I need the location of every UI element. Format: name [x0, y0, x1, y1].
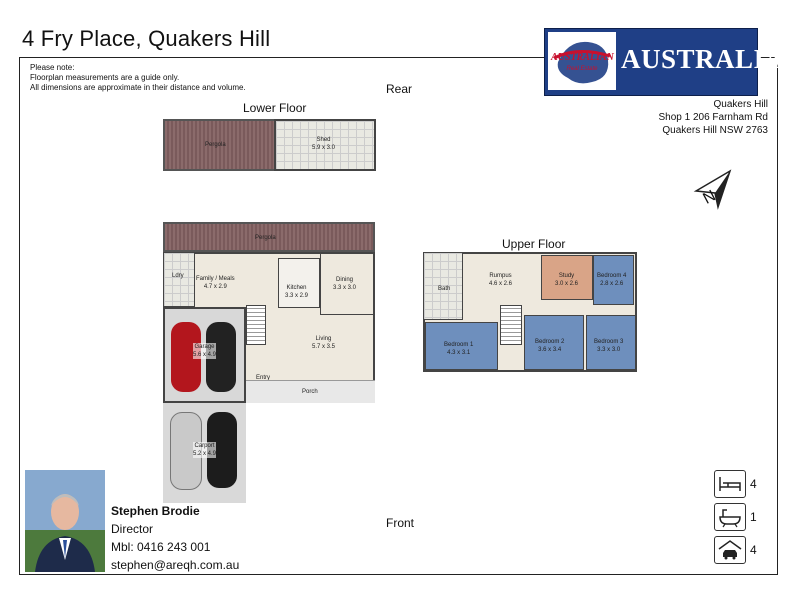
room-dimensions: 5.6 x 4.9 [193, 352, 217, 358]
logo-emblem: AUSTRALIAN Real Estate [548, 32, 616, 90]
agent-role: Director [111, 522, 154, 536]
agent-photo [25, 470, 105, 572]
room-study [541, 255, 593, 300]
room-dimensions: 5.9 x 3.0 [312, 145, 336, 151]
upper-floor-label: Upper Floor [502, 237, 566, 251]
room-name: Family / Meals [196, 276, 235, 282]
room-label: Study 3.0 x 2.6 [555, 272, 578, 288]
bed-count: 4 [750, 477, 757, 491]
room-name: Bedroom 3 [594, 339, 624, 345]
room-laundry [163, 252, 195, 307]
disclaimer-note: Please note: Floorplan measurements are … [30, 63, 246, 93]
room-label: Bedroom 2 3.6 x 3.4 [535, 338, 564, 354]
north-arrow-icon: N [690, 165, 740, 215]
room-shed [274, 119, 376, 171]
room-bedroom-3 [586, 315, 636, 370]
staircase [500, 305, 522, 345]
pergola-main [163, 222, 375, 252]
room-bedroom-2 [524, 315, 584, 370]
room-label: Garage 5.6 x 4.9 [193, 343, 217, 359]
note-line: Floorplan measurements are a guide only. [30, 73, 180, 82]
room-dimensions: 4.3 x 3.1 [447, 350, 471, 356]
bath-count: 1 [750, 510, 757, 524]
room-name: Garage [194, 344, 215, 350]
staircase [246, 305, 266, 345]
agency-name: AUSTRALIAN [621, 44, 800, 74]
logo-wordmark: AUSTRALIAN [551, 52, 614, 63]
room-label: Pergola [255, 235, 276, 241]
room-bath [423, 252, 463, 320]
page-title: 4 Fry Place, Quakers Hill [22, 26, 271, 51]
car-icon [714, 536, 746, 564]
room-label: Living 5.7 x 3.5 [312, 335, 335, 351]
agent-mobile: Mbl: 0416 243 001 [111, 540, 211, 554]
room-dimensions: 3.6 x 3.4 [538, 347, 562, 353]
logo-subtitle: Real Estate [566, 66, 598, 72]
room-label: Shed 5.9 x 3.0 [312, 136, 335, 152]
room-name: Living [315, 336, 332, 342]
room-label: Bath [438, 286, 451, 292]
room-bedroom-4 [593, 255, 634, 305]
room-label: Entry [256, 375, 271, 381]
bath-icon [714, 503, 746, 531]
room-label: Bedroom 4 2.8 x 2.6 [597, 272, 626, 288]
room-label: Rumpus 4.6 x 2.6 [489, 272, 512, 288]
room-dimensions: 4.7 x 2.9 [203, 284, 227, 290]
rear-label: Rear [386, 82, 413, 96]
room-kitchen [278, 258, 320, 308]
room-dining [320, 252, 375, 315]
room-label: Bedroom 3 3.3 x 3.0 [594, 338, 623, 354]
room-dimensions: 5.2 x 4.9 [193, 451, 217, 457]
plan-frame [19, 57, 778, 575]
map-icon [553, 41, 611, 84]
room-dimensions: 2.8 x 2.6 [600, 281, 624, 287]
room-label: Porch [302, 389, 318, 395]
office-suburb: Quakers Hill [713, 99, 768, 110]
note-line: All dimensions are approximate in their … [30, 83, 246, 92]
car-count: 4 [750, 543, 757, 557]
room-dimensions: 4.6 x 2.6 [489, 281, 513, 287]
room-name: Bedroom 2 [535, 339, 565, 345]
room-label: Carport 5.2 x 4.9 [193, 442, 217, 458]
room-bedroom-1 [425, 322, 498, 370]
room-name: Bedroom 1 [444, 342, 474, 348]
room-name: Shed [316, 137, 331, 143]
room-dimensions: 3.3 x 3.0 [597, 347, 621, 353]
room-name: Rumpus [489, 273, 512, 279]
room-name: Dining [336, 277, 354, 283]
room-name: Bedroom 4 [597, 273, 627, 279]
room-dimensions: 3.0 x 2.6 [555, 281, 579, 287]
agent-name: Stephen Brodie [111, 504, 200, 518]
room-dimensions: 3.3 x 3.0 [333, 285, 357, 291]
lower-floor-label: Lower Floor [243, 101, 307, 115]
office-street: Shop 1 206 Farnham Rd [658, 112, 768, 123]
agency-logo: AUSTRALIAN Real Estate AUSTRALIAN [544, 28, 800, 96]
bed-icon [714, 470, 746, 498]
room-dimensions: 3.3 x 2.9 [285, 293, 309, 299]
room-label: Bedroom 1 4.3 x 3.1 [444, 341, 473, 357]
room-name: Study [558, 273, 575, 279]
room-label: Ldry [172, 273, 184, 279]
room-label: Dining 3.3 x 3.0 [333, 276, 356, 292]
note-heading: Please note: [30, 63, 75, 72]
room-label: Pergola [205, 142, 226, 148]
office-locality: Quakers Hill NSW 2763 [662, 125, 768, 136]
agent-email[interactable]: stephen@areqh.com.au [111, 558, 240, 572]
pergola-rear [163, 119, 276, 171]
porch-area [246, 380, 375, 403]
room-dimensions: 5.7 x 3.5 [312, 344, 336, 350]
office-address: Quakers Hill Shop 1 206 Farnham Rd Quake… [658, 98, 768, 137]
room-label: Kitchen 3.3 x 2.9 [285, 284, 308, 300]
front-label: Front [386, 516, 415, 530]
room-label: Family / Meals 4.7 x 2.9 [196, 275, 235, 291]
room-name: Carport [194, 443, 215, 449]
room-name: Kitchen [286, 285, 307, 291]
